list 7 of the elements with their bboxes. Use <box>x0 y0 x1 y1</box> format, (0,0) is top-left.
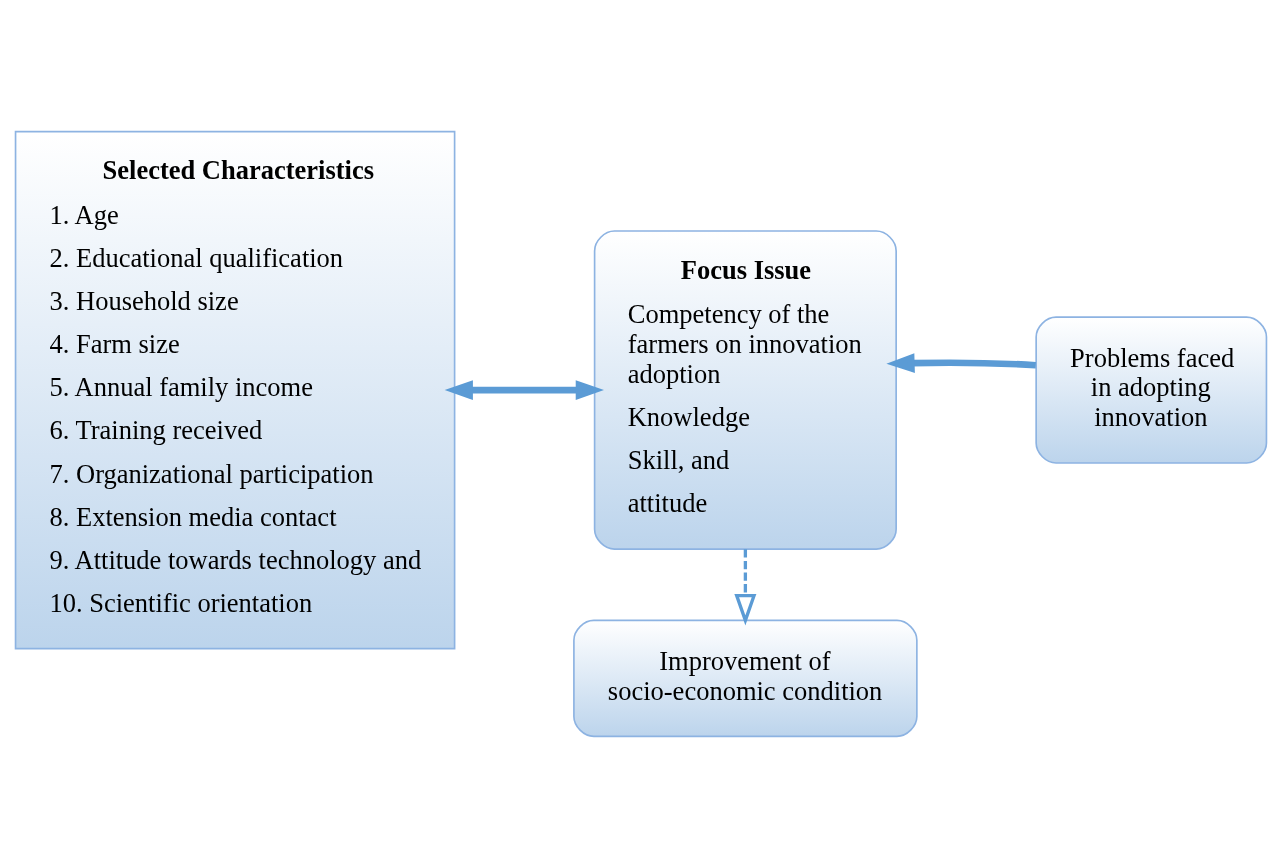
node-box: Improvement of socio-economic condition <box>573 619 918 738</box>
arrow <box>444 380 604 400</box>
node-box: Selected Characteristics 1. Age 2. Educational qualification 3. Household size 4. Farm size 5. Annual family income 6. Training received 7. Organizational participation 8. Extension media contact 9. Attitude towards technology and 10. Scientific orientation <box>14 130 456 650</box>
arrow <box>734 549 757 626</box>
node-box: Focus Issue Competency of the farmers on innovation adoption Knowledge Skill, and attitude <box>593 230 897 550</box>
arrow <box>886 353 1036 373</box>
node-box: Problems faced in adopting innovation <box>1035 316 1268 464</box>
